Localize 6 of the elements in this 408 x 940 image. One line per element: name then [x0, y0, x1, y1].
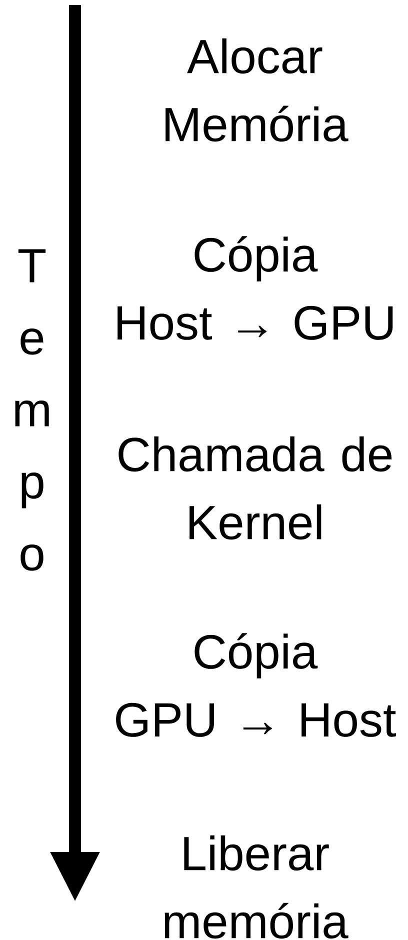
step-label: Liberar memória [164, 835, 348, 939]
step-label: Cópia Host → GPU [118, 236, 393, 340]
step-label: Chamada de Kernel [118, 436, 392, 540]
step-label: Cópia GPU → Host [116, 633, 396, 737]
axis-label: T e m p o [15, 249, 49, 571]
step-label: Alocar Memória [166, 38, 348, 142]
